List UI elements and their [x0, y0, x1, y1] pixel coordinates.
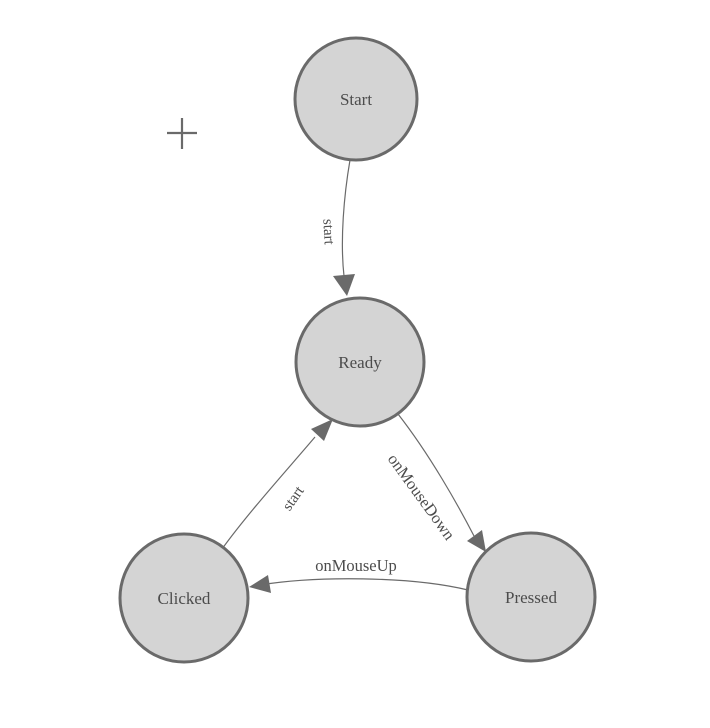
edge-clicked-to-ready[interactable]: start: [221, 419, 333, 550]
edge-clicked-to-ready-line[interactable]: [221, 436, 316, 550]
edge-label-start-to-ready: start: [319, 218, 336, 245]
edge-start-to-ready[interactable]: start: [319, 159, 355, 296]
edge-start-to-ready-arrowhead-icon[interactable]: [333, 274, 355, 296]
state-node-clicked[interactable]: Clicked: [118, 532, 250, 664]
edge-pressed-to-clicked[interactable]: onMouseUp: [249, 556, 469, 593]
edge-pressed-to-clicked-line[interactable]: [259, 578, 469, 591]
edge-ready-to-pressed[interactable]: onMouseDown: [384, 413, 486, 552]
edge-pressed-to-clicked-arrowhead-icon[interactable]: [249, 575, 271, 593]
crosshair-plus-icon: [167, 118, 197, 149]
edge-label-pressed-to-clicked: onMouseUp: [315, 556, 397, 575]
edge-ready-to-pressed-arrowhead-icon[interactable]: [467, 530, 486, 552]
state-node-ready[interactable]: Ready: [294, 296, 426, 428]
state-node-pressed-label: Pressed: [505, 588, 557, 607]
state-node-start-circle[interactable]: [293, 36, 419, 162]
state-node-pressed[interactable]: Pressed: [465, 531, 597, 663]
state-node-start-label: Start: [340, 90, 372, 109]
state-node-clicked-circle[interactable]: [118, 532, 250, 664]
state-node-clicked-label: Clicked: [158, 589, 211, 608]
state-node-ready-circle[interactable]: [294, 296, 426, 428]
edge-start-to-ready-line[interactable]: [341, 159, 351, 277]
edge-label-ready-to-pressed: onMouseDown: [384, 450, 459, 543]
edge-clicked-to-ready-arrowhead-icon[interactable]: [311, 419, 333, 441]
state-node-start[interactable]: Start: [293, 36, 419, 162]
edge-ready-to-pressed-line[interactable]: [397, 413, 475, 537]
edge-label-clicked-to-ready: start: [280, 483, 308, 514]
state-node-pressed-circle[interactable]: [465, 531, 597, 663]
state-node-ready-label: Ready: [338, 353, 382, 372]
